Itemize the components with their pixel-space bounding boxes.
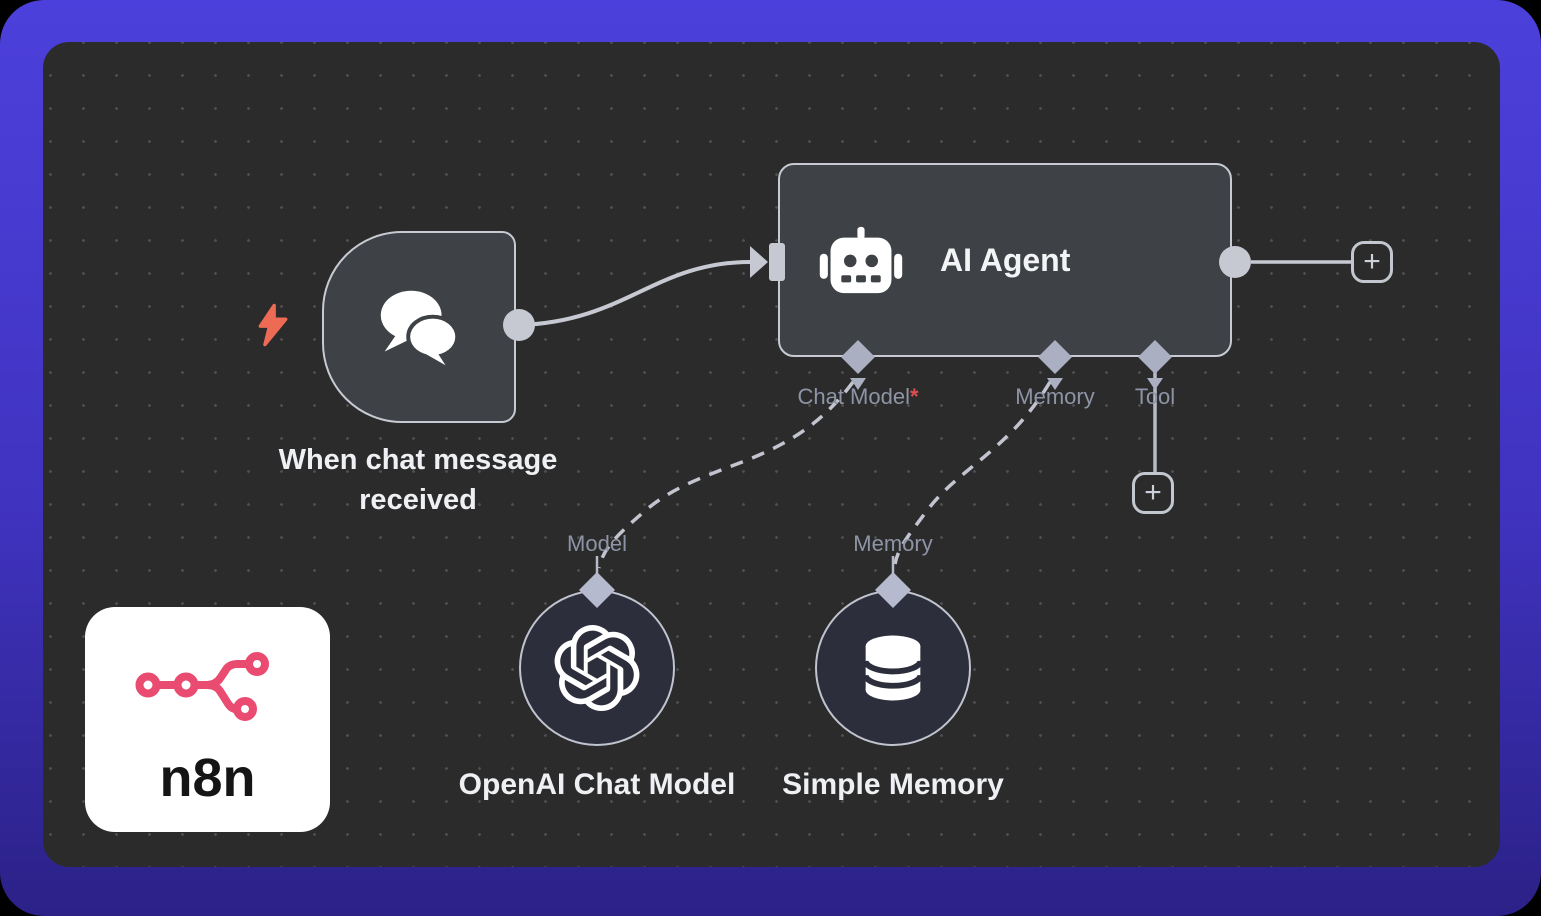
robot-icon bbox=[819, 226, 903, 294]
model-port-label: Model bbox=[567, 531, 627, 556]
lightning-bolt-icon bbox=[258, 303, 288, 347]
port-label-chat-model: Chat Model* bbox=[797, 384, 918, 410]
ai-agent-title: AI Agent bbox=[940, 241, 1071, 278]
n8n-logo-icon bbox=[135, 652, 269, 721]
port-label-memory: Memory bbox=[1015, 384, 1095, 409]
simple-memory-node[interactable] bbox=[815, 590, 971, 746]
ai-agent-node[interactable]: AI Agent bbox=[778, 163, 1232, 357]
openai-icon bbox=[554, 625, 640, 711]
openai-node-label: OpenAI Chat Model bbox=[458, 768, 736, 801]
chat-model-label-text: Chat Model bbox=[797, 384, 910, 409]
trigger-label-line2: received bbox=[359, 484, 477, 516]
database-icon bbox=[862, 635, 924, 701]
n8n-logo-text: n8n bbox=[159, 748, 256, 808]
add-node-button[interactable]: + bbox=[1351, 241, 1393, 283]
chat-bubbles-icon bbox=[380, 290, 460, 371]
n8n-logo-card: n8n bbox=[85, 607, 330, 832]
trigger-node-label: When chat message received bbox=[279, 440, 558, 520]
trigger-label-line1: When chat message bbox=[278, 444, 558, 476]
openai-chat-model-node[interactable] bbox=[519, 590, 675, 746]
memory-node-label: Simple Memory bbox=[782, 768, 1004, 801]
memory-port-label: Memory bbox=[853, 531, 933, 556]
add-tool-button[interactable]: + bbox=[1132, 472, 1174, 514]
chat-trigger-node[interactable] bbox=[322, 231, 516, 423]
required-asterisk: * bbox=[909, 384, 919, 409]
port-label-tool: Tool bbox=[1134, 384, 1176, 409]
